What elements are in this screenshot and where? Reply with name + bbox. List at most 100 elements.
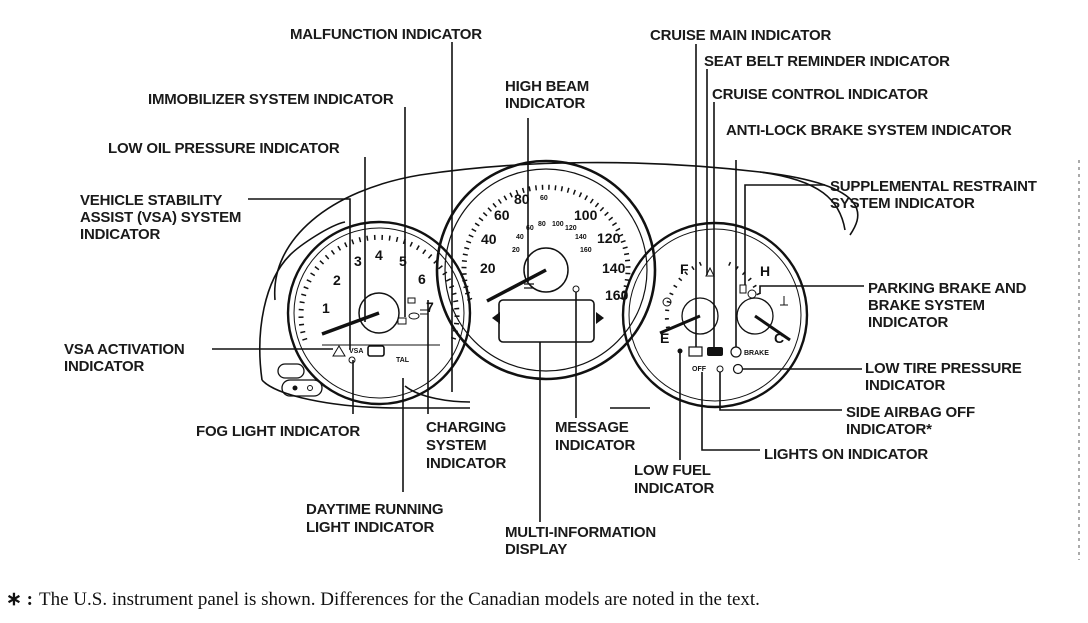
vsa-activation-icon <box>332 345 346 357</box>
speed-inner-tick: 120 <box>565 225 577 232</box>
label-malfunction: MALFUNCTION INDICATOR <box>290 26 482 43</box>
tach-tick-label: 4 <box>375 247 383 263</box>
fuel-empty-label: E <box>660 330 669 346</box>
label-charging: CHARGING <box>426 419 506 436</box>
label-abs: ANTI-LOCK BRAKE SYSTEM INDICATOR <box>726 122 1012 139</box>
speed-tick-label: 80 <box>514 191 530 207</box>
label-high-beam: INDICATOR <box>505 95 586 112</box>
tach-tick-label: 7 <box>426 299 434 315</box>
tachometer: 1 2 3 4 5 6 7 VSA TAL <box>277 220 472 406</box>
label-daytime-running: DAYTIME RUNNING <box>306 501 443 518</box>
label-low-fuel: LOW FUEL <box>634 462 711 479</box>
label-daytime-running: LIGHT INDICATOR <box>306 519 434 536</box>
tach-tick-label: 1 <box>322 300 330 316</box>
speed-tick-label: 20 <box>480 260 496 276</box>
label-low-oil: LOW OIL PRESSURE INDICATOR <box>108 140 340 157</box>
label-multi-info: DISPLAY <box>505 541 567 558</box>
speed-inner-scale: 20 40 60 80 100 120 140 160 <box>512 221 592 254</box>
leader-parking-brake <box>759 285 864 294</box>
label-parking-brake: PARKING BRAKE AND <box>868 280 1027 297</box>
leader-lines <box>212 42 864 522</box>
parking-brake-icon <box>747 289 757 299</box>
label-vsa-system: VEHICLE STABILITY <box>80 192 222 209</box>
label-fog-light: FOG LIGHT INDICATOR <box>196 423 360 440</box>
right-arrow-icon <box>596 312 604 324</box>
vsa-text: VSA <box>349 348 363 355</box>
temp-hot-label: H <box>760 263 770 279</box>
speed-tick-label: 100 <box>574 207 598 223</box>
speed-inner-tick: 140 <box>575 234 587 241</box>
speed-inner-tick: 40 <box>516 234 524 241</box>
seat-belt-icon <box>688 346 703 357</box>
speed-tick-label: 40 <box>481 231 497 247</box>
leader-side-airbag <box>719 372 842 411</box>
temp-needle <box>754 314 791 342</box>
fuel-pump-icon <box>662 297 672 307</box>
label-srs: SUPPLEMENTAL RESTRAINT <box>830 178 1037 195</box>
label-cruise-control: CRUISE CONTROL INDICATOR <box>712 86 928 103</box>
left-arrow-icon <box>492 312 500 324</box>
lights-on-text: OFF <box>692 366 707 373</box>
tal-text: TAL <box>396 357 410 364</box>
vsa-system-icon <box>367 345 385 357</box>
cruise-control-icon <box>707 347 723 356</box>
message-icon <box>572 285 580 293</box>
speed-tick-label: 120 <box>597 230 621 246</box>
abs-icon <box>730 346 742 358</box>
speed-inner-tick: 20 <box>512 247 520 254</box>
tach-tick-label: 2 <box>333 272 341 288</box>
label-low-fuel: INDICATOR <box>634 480 715 497</box>
tach-tick-label: 6 <box>418 271 426 287</box>
charging-icon <box>407 297 416 304</box>
label-vsa-activation: INDICATOR <box>64 358 145 375</box>
side-airbag-icon <box>716 365 724 373</box>
label-seat-belt: SEAT BELT REMINDER INDICATOR <box>704 53 950 70</box>
label-message: INDICATOR <box>555 437 636 454</box>
speed-top-label: 60 <box>540 195 548 202</box>
footnote-text: The U.S. instrument panel is shown. Diff… <box>39 589 760 610</box>
speed-needle <box>486 268 547 303</box>
label-message: MESSAGE <box>555 419 629 436</box>
label-immobilizer: IMMOBILIZER SYSTEM INDICATOR <box>148 91 394 108</box>
speed-inner-tick: 80 <box>538 221 546 228</box>
immobilizer-icon <box>408 312 420 320</box>
fuel-needle <box>659 314 701 335</box>
fog-light-icon <box>348 356 356 364</box>
leader-lights-on <box>701 372 760 451</box>
low-fuel-icon <box>677 348 683 354</box>
tach-tick-label: 5 <box>399 253 407 269</box>
temp-cold-label: C <box>774 330 784 346</box>
oil-pressure-icon <box>397 317 407 325</box>
speed-tick-label: 140 <box>602 260 626 276</box>
tach-indicator-strip: VSA TAL <box>322 297 440 364</box>
high-beam-icon <box>524 283 534 289</box>
speed-tick-label: 160 <box>605 287 629 303</box>
callout-labels: MALFUNCTION INDICATOR IMMOBILIZER SYSTEM… <box>64 26 1037 558</box>
label-parking-brake: BRAKE SYSTEM <box>868 297 985 314</box>
low-tire-icon <box>732 363 744 375</box>
speedometer: 20 40 60 80 100 120 140 160 60 20 40 60 … <box>435 159 657 381</box>
fuel-temp-gauge: F E H C BRAKE OFF <box>621 221 809 409</box>
leader-srs <box>744 184 825 285</box>
coolant-icon <box>780 296 788 306</box>
label-vsa-system: INDICATOR <box>80 226 161 243</box>
cruise-main-icon <box>705 266 715 277</box>
label-high-beam: HIGH BEAM <box>505 78 589 95</box>
label-vsa-activation: VSA ACTIVATION <box>64 341 185 358</box>
tach-tick-label: 3 <box>354 253 362 269</box>
srs-icon <box>739 284 747 294</box>
footnote-mark: ∗ : <box>6 589 33 610</box>
right-indicator-strip: BRAKE OFF <box>677 266 769 375</box>
label-low-tire: LOW TIRE PRESSURE <box>865 360 1022 377</box>
label-parking-brake: INDICATOR <box>868 314 949 331</box>
label-multi-info: MULTI-INFORMATION <box>505 524 656 541</box>
label-side-airbag: INDICATOR* <box>846 421 932 438</box>
fuel-full-label: F <box>680 261 689 277</box>
label-lights-on: LIGHTS ON INDICATOR <box>764 446 928 463</box>
brake-text: BRAKE <box>744 350 769 357</box>
leader-vsa-system <box>248 198 351 350</box>
speed-tick-label: 60 <box>494 207 510 223</box>
multi-info-display <box>492 283 604 343</box>
